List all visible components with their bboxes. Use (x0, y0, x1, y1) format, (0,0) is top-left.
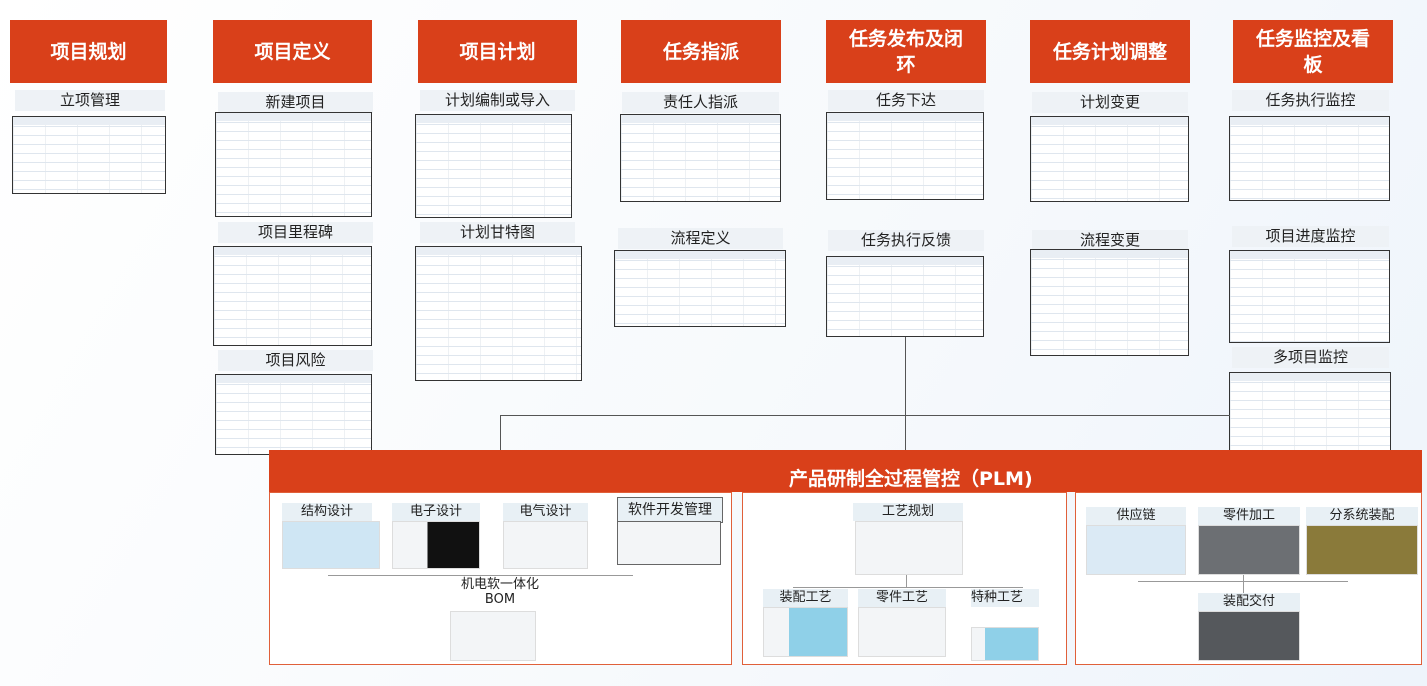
screenshot-assembly-process (763, 607, 848, 657)
label-plan-change: 计划变更 (1032, 92, 1188, 113)
plm-title: 产品研制全过程管控（PLM) (789, 468, 1033, 490)
screenshot-special-process (971, 627, 1039, 661)
label-milestones: 项目里程碑 (218, 222, 373, 243)
screenshot-electronic-design (392, 521, 480, 569)
label-bom: 机电软一体化BOM (460, 577, 539, 607)
design-section: 结构设计 电子设计 电气设计 软件开发管理 机电软一体化BOM (269, 492, 732, 665)
screenshot-multi-project (1229, 372, 1391, 463)
connector (906, 575, 907, 587)
label-electrical-design: 电气设计 (503, 503, 588, 521)
connector (905, 337, 906, 450)
screenshot-milestones (213, 246, 372, 346)
connector (500, 415, 1230, 416)
label-assembly-process: 装配工艺 (763, 589, 848, 607)
label-workflow-change: 流程变更 (1032, 230, 1188, 251)
label-new-project: 新建项目 (218, 92, 373, 113)
label-project-risk: 项目风险 (218, 350, 373, 371)
label-structural-design: 结构设计 (282, 503, 372, 521)
label-process-planning: 工艺规划 (853, 503, 963, 521)
screenshot-process-planning (855, 521, 963, 575)
label-electronic-design: 电子设计 (392, 503, 480, 521)
screenshot-bom (450, 611, 536, 661)
label-task-feedback: 任务执行反馈 (828, 230, 984, 251)
label-progress-monitor: 项目进度监控 (1232, 226, 1389, 247)
screenshot-electrical-design (503, 521, 588, 569)
label-task-issue: 任务下达 (828, 90, 984, 111)
image-assembly-delivery (1198, 611, 1300, 661)
label-assembly-delivery: 装配交付 (1198, 593, 1300, 611)
image-supply-chain (1086, 525, 1186, 575)
screenshot-plan-edit (415, 114, 572, 218)
connector (328, 575, 633, 576)
manufacturing-section: 供应链 零件加工 分系统装配 装配交付 (1075, 492, 1422, 665)
screenshot-part-process (858, 607, 946, 657)
screenshot-task-monitor (1229, 116, 1390, 201)
label-subsystem-assembly: 分系统装配 (1306, 507, 1418, 525)
header-project-plan: 项目计划 (418, 20, 577, 83)
header-task-release: 任务发布及闭环 (826, 20, 986, 83)
label-workflow-def: 流程定义 (618, 228, 783, 249)
label-gantt: 计划甘特图 (420, 222, 575, 243)
screenshot-gantt (415, 246, 582, 381)
header-task-assignment: 任务指派 (621, 20, 781, 83)
image-subsystem-assembly (1306, 525, 1418, 575)
screenshot-new-project (215, 112, 372, 217)
label-part-process: 零件工艺 (858, 589, 946, 607)
screenshot-workflow-change (1030, 249, 1189, 356)
label-special-process: 特种工艺 (971, 589, 1039, 607)
screenshot-task-feedback (826, 256, 984, 337)
header-monitoring: 任务监控及看板 (1233, 20, 1393, 83)
label-supply-chain: 供应链 (1086, 507, 1186, 525)
header-project-planning: 项目规划 (10, 20, 167, 83)
screenshot-progress-monitor (1229, 250, 1390, 343)
plm-banner: 产品研制全过程管控（PLM) (269, 450, 1422, 492)
header-project-definition: 项目定义 (213, 20, 372, 83)
process-section: 工艺规划 装配工艺 零件工艺 特种工艺 (742, 492, 1067, 665)
screenshot-project-initiation (12, 116, 166, 194)
label-assignee: 责任人指派 (622, 92, 779, 113)
connector (793, 587, 1023, 588)
label-plan-edit: 计划编制或导入 (420, 90, 575, 111)
label-part-machining: 零件加工 (1198, 507, 1300, 525)
label-project-initiation: 立项管理 (15, 90, 165, 111)
connector (500, 415, 501, 450)
screenshot-structural-design (282, 521, 380, 569)
label-task-monitor: 任务执行监控 (1232, 90, 1389, 111)
screenshot-task-issue (826, 112, 984, 200)
screenshot-workflow-def (614, 250, 786, 327)
image-part-machining (1198, 525, 1300, 575)
connector (1243, 575, 1244, 593)
screenshot-plan-change (1030, 116, 1189, 202)
screenshot-software-dev (617, 521, 721, 565)
label-software-dev: 软件开发管理 (617, 497, 723, 523)
screenshot-assignee (620, 114, 781, 202)
label-multi-project: 多项目监控 (1232, 347, 1389, 368)
header-plan-adjust: 任务计划调整 (1030, 20, 1190, 83)
screenshot-project-risk (215, 374, 372, 455)
